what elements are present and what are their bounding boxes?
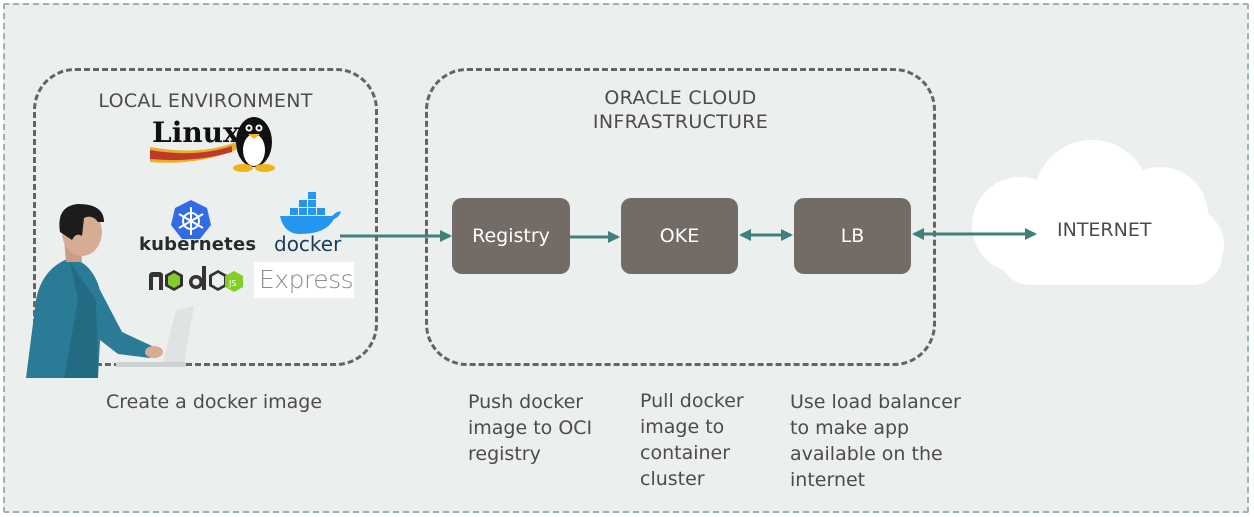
linux-wordmark: Linux	[152, 116, 240, 149]
svg-text:JS: JS	[228, 279, 236, 288]
docker-wordmark: docker	[274, 232, 342, 256]
express-logo-background	[254, 262, 354, 298]
kubernetes-wordmark: kubernetes	[139, 234, 257, 255]
local-environment-title: LOCAL ENVIRONMENT	[98, 90, 313, 112]
caption-create-image: Create a docker image	[106, 391, 323, 413]
oci-title: ORACLE CLOUD INFRASTRUCTURE	[592, 87, 769, 133]
internet-label: INTERNET	[1057, 219, 1152, 241]
oke-node: OKE	[621, 198, 738, 274]
registry-node: Registry	[452, 198, 570, 274]
caption-push-image: Push docker image to OCI registry	[468, 391, 593, 465]
caption-pull-image: Pull docker image to container cluster	[640, 390, 744, 490]
caption-load-balancer: Use load balancer to make app available …	[790, 391, 961, 491]
lb-node: LB	[794, 198, 911, 274]
express-wordmark: Express	[259, 265, 354, 294]
